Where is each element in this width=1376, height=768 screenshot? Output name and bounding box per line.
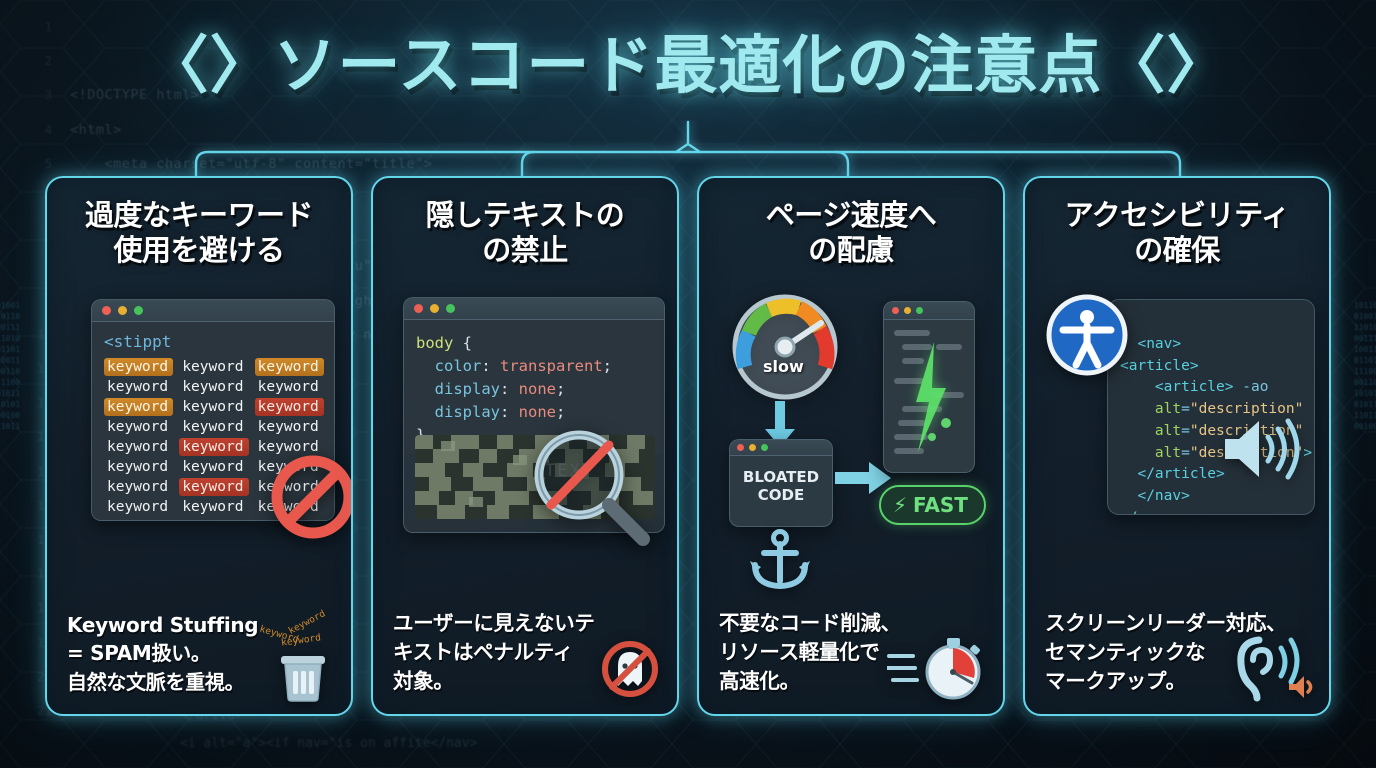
keyword-token-none: keyword [182,358,244,375]
close-dot-icon [892,306,899,314]
keyword-token-orange: keyword [254,357,324,376]
optimized-code-window [883,300,975,473]
lightning-bolt-icon: ⚡ [893,492,908,517]
gauge-label: slow [763,356,804,376]
card-visual: body { color: transparent; display: none… [393,283,665,609]
card-hidden-text[interactable]: 隠しテキストの の禁止 body { color: transparent; d… [371,176,679,716]
keyword-token-none: keyword [182,498,244,515]
keyword-token-none: keyword [107,458,169,475]
code-line: color: transparent; [434,356,613,375]
keyword-token-orange: keyword [104,397,174,416]
card-caption: スクリーンリーダー対応、 セマンティックな マークアップ。 [1045,610,1287,693]
keyword-token-orange: keyword [104,357,174,376]
data-streak-right: 10110 01001 11010 00111 10011 01101 1110… [1353,301,1376,431]
window-titlebar [730,439,832,456]
magnifier-icon [521,423,661,567]
keyword-token-none: keyword [257,418,319,435]
keyword-token-red: keyword [179,437,249,456]
card-accessibility[interactable]: アクセシビリティ の確保 <nav> <article> <article> -a… [1023,176,1331,716]
keyword-row: keyword keyword keyword [104,418,324,436]
code-open-tag: <stippt [104,331,172,351]
bloated-code-label: BLOATED CODE [742,467,820,505]
code-line: body { [416,333,472,352]
card-title: 隠しテキストの の禁止 [425,198,625,268]
keyword-token-none: keyword [107,498,169,515]
keyword-token-none: keyword [107,478,169,495]
keyword-token-none: keyword [257,378,319,395]
card-title: アクセシビリティ の確保 [1064,198,1290,268]
close-dot-icon [737,443,744,451]
minimize-dot-icon [118,305,127,315]
window-titlebar [92,299,334,322]
code-line: <nav> [1137,335,1182,352]
maximize-dot-icon [446,303,455,313]
fast-badge: ⚡ FAST [879,484,986,525]
code-line: <article> [1120,357,1199,374]
keyword-row: keyword keyword keyword [104,378,324,396]
keyword-row: keyword keyword keyword [104,357,324,376]
card-visual: slow [719,283,986,609]
code-line: display: none; [434,402,566,421]
keyword-token-none: keyword [182,458,244,475]
close-dot-icon [414,303,423,313]
data-streak-left: 01001 10110 00111 11010 01101 10011 0011… [0,301,21,431]
title-block: 〈〉ソースコード最適化の注意点〈〉 [0,29,1376,102]
card-caption: ユーザーに見えないテ キストはペナルティ 対象。 [393,610,595,693]
window-titlebar [404,297,664,320]
keyword-token-none: keyword [182,418,244,435]
page-title: 〈〉ソースコード最適化の注意点〈〉 [145,29,1231,102]
minimize-dot-icon [430,303,439,313]
maximize-dot-icon [916,306,923,314]
minimize-dot-icon [904,306,911,314]
fast-label: FAST [913,492,968,517]
card-title: 過度なキーワード 使用を避ける [84,198,314,268]
keyword-token-none: keyword [107,438,169,455]
close-dot-icon [102,305,111,315]
accessibility-icon [1045,293,1129,381]
card-caption: 不要なコード削減、 リソース軽量化で 高速化。 [719,610,901,693]
keyword-token-red: keyword [179,477,249,496]
card-title: ページ速度へ の配慮 [765,198,937,268]
anchor-icon [749,528,811,597]
code-line: </nav> [1120,508,1306,514]
keyword-token-red: keyword [254,397,324,416]
minimize-dot-icon [749,443,756,451]
keyword-row: keyword keyword keyword [104,397,324,416]
card-visual: <nav><article> <article> -ao alt="descri… [1045,283,1315,609]
window-titlebar [884,301,974,320]
code-line: display: none; [434,379,566,398]
speaker-icon [1221,411,1305,491]
speed-gauge-icon [725,289,845,405]
bloated-code-window: BLOATED CODE [729,438,833,527]
keyword-token-none: keyword [182,378,244,395]
code-line-placeholders [894,329,964,454]
prohibition-sign-icon [267,451,351,547]
card-caption: Keyword Stuffing = SPAM扱い。 自然な文脈を重視。 [67,612,259,694]
keyword-token-none: keyword [182,398,244,415]
maximize-dot-icon [761,443,768,451]
card-page-speed[interactable]: ページ速度へ の配慮 [697,176,1005,716]
maximize-dot-icon [134,305,143,315]
keyword-token-none: keyword [107,418,169,435]
keyword-token-none: keyword [107,378,169,395]
code-line: <article> -ao [1154,379,1269,396]
